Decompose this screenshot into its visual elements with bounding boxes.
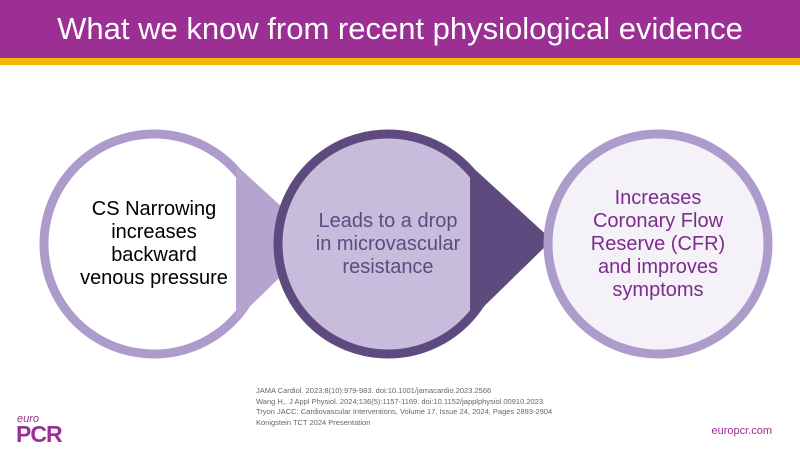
step-3-text: Increases Coronary Flow Reserve (CFR) an… bbox=[590, 186, 726, 301]
step-1-text: CS Narrowing increases backward venous p… bbox=[80, 198, 228, 289]
site-url: europcr.com bbox=[711, 425, 772, 437]
step-2-text: Leads to a drop in microvascular resista… bbox=[315, 209, 461, 278]
references: JAMA Cardiol. 2023;8(10):979-983. doi:10… bbox=[256, 386, 676, 428]
reference-item: Konigstein TCT 2024 Presentation bbox=[256, 417, 371, 427]
europcr-logo-main: PCR bbox=[16, 421, 63, 447]
title-bar bbox=[0, 0, 800, 58]
reference-item: Tryon JACC: Cardiovascular Interventions… bbox=[256, 407, 553, 416]
title-underline-stripe bbox=[0, 58, 800, 65]
slide-title: What we know from recent physiological e… bbox=[57, 11, 743, 46]
europcr-logo-top: euro bbox=[17, 413, 40, 425]
reference-item: JAMA Cardiol. 2023;8(10):979-983. doi:10… bbox=[256, 386, 492, 395]
step-3-circle bbox=[543, 129, 773, 359]
reference-item: Wang H,. J Appl Physiol. 2024;136(5):115… bbox=[256, 396, 544, 406]
step-2-arrow bbox=[470, 165, 552, 320]
